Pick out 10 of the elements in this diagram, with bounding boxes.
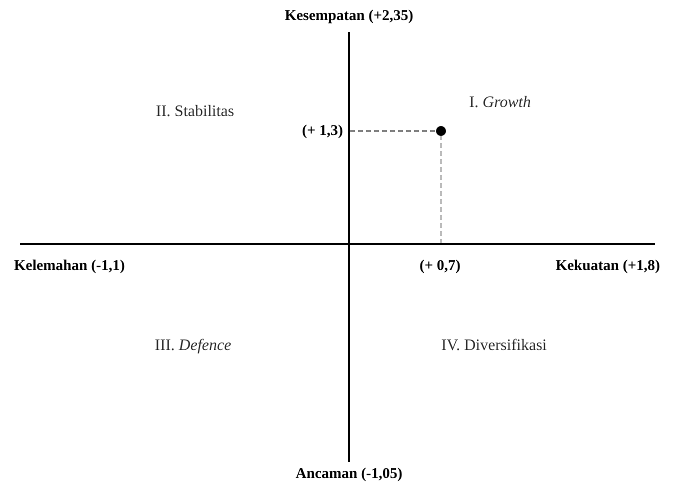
quadrant-label: I. Growth [469,94,531,112]
axis-label: Kekuatan (+1,8) [556,257,660,275]
quadrant-label: IV. Diversifikasi [441,337,547,355]
axis-label: Kesempatan (+2,35) [284,7,414,25]
coordinate-label: (+ 1,3) [302,122,343,140]
axis-label: Ancaman (-1,05) [296,465,402,483]
coordinate-label: (+ 0,7) [419,257,461,275]
axis-label: Kelemahan (-1,1) [14,257,125,275]
quadrant-label: II. Stabilitas [156,103,234,121]
quadrant-label: III. Defence [154,337,232,355]
